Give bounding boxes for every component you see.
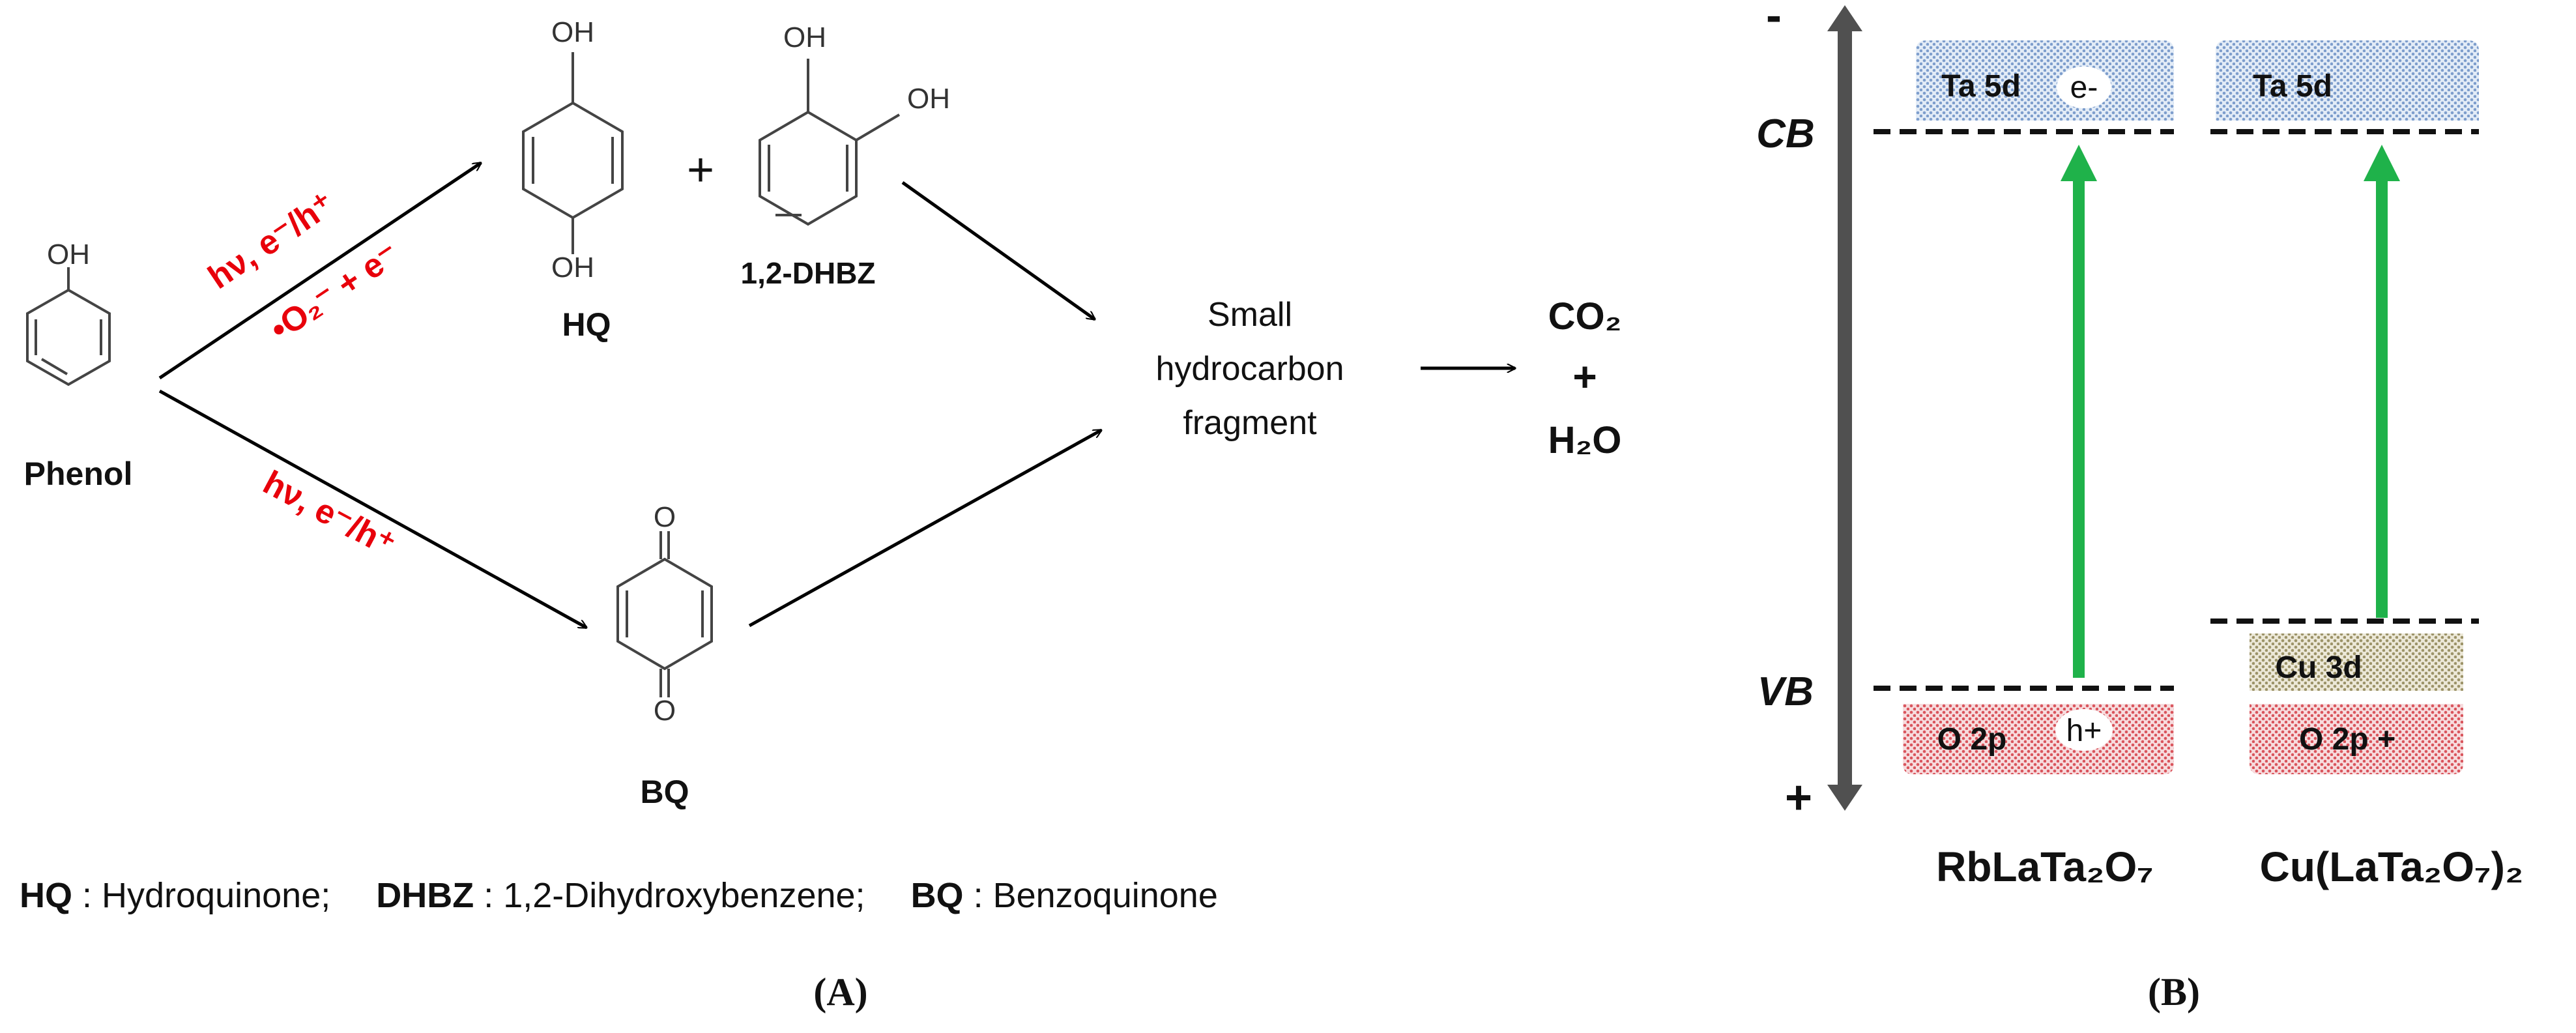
fragment-line-1: Small xyxy=(1208,296,1292,334)
panel-a: OH Phenol hν, e⁻/h⁺ •O₂⁻ + e⁻ hν, e⁻/h⁺ … xyxy=(20,16,1621,1013)
cu-o2p-band xyxy=(2250,704,2463,774)
co2-label: CO₂ xyxy=(1548,295,1622,338)
legend-abbr-hq: HQ xyxy=(20,876,72,915)
legend-abbr-bq: BQ xyxy=(911,876,964,915)
cb-label: CB xyxy=(1756,111,1815,156)
hq-label: HQ xyxy=(562,306,611,343)
arrow-dhbz-to-fragment xyxy=(901,181,1095,319)
rb-ta5d-label: Ta 5d xyxy=(1941,69,2021,104)
electron-marker xyxy=(2057,66,2111,108)
hq-oh-bottom: OH xyxy=(551,252,594,284)
hq-oh-top: OH xyxy=(551,16,594,48)
phenol-structure xyxy=(26,267,111,386)
rb-hole-label: h+ xyxy=(2066,714,2102,748)
legend-text-hq: : Hydroquinone; xyxy=(72,876,330,915)
energy-axis xyxy=(1827,5,1862,811)
cu-column: Ta 5d Cu 3d O 2p + Cu(LaTa₂O₇)₂ xyxy=(2210,40,2523,890)
cu-o2p-label: O 2p + xyxy=(2299,722,2395,757)
rb-arrow-head xyxy=(2061,145,2097,181)
panel-b: - + CB VB Ta 5d e- O 2p h+ RbLaTa₂O₇ Ta … xyxy=(1756,0,2523,1013)
fragment-line-2: hydrocarbon xyxy=(1155,350,1344,388)
legend-text-dhbz: : 1,2-Dihydroxybenzene; xyxy=(474,876,865,915)
abbreviation-legend: HQ : Hydroquinone; DHBZ : 1,2-Dihydroxybe… xyxy=(20,876,1218,915)
rb-column: Ta 5d e- O 2p h+ RbLaTa₂O₇ xyxy=(1874,40,2174,890)
bq-o-top: O xyxy=(654,501,676,533)
dhbz-oh-1: OH xyxy=(783,22,826,53)
fragment-line-3: fragment xyxy=(1183,404,1317,442)
hole-marker xyxy=(2055,709,2113,751)
caption-b: (B) xyxy=(2148,970,2200,1013)
cu-arrow-head xyxy=(2364,145,2400,181)
cu-3d-label: Cu 3d xyxy=(2275,650,2362,685)
hq-structure xyxy=(522,52,624,254)
legend-text-bq: : Benzoquinone xyxy=(964,876,1218,915)
rb-o2p-label: O 2p xyxy=(1937,722,2007,757)
dhbz-oh-2: OH xyxy=(907,83,950,115)
rb-ta5d-band xyxy=(1916,40,2174,121)
products-plus: + xyxy=(1572,353,1597,400)
plus-sign: + xyxy=(687,144,714,196)
legend-abbr-dhbz: DHBZ xyxy=(376,876,474,915)
arrow-phenol-to-hq xyxy=(158,163,481,380)
axis-plus: + xyxy=(1785,772,1812,824)
vb-label: VB xyxy=(1758,669,1814,714)
dhbz-structure xyxy=(759,59,901,226)
arrow-bq-to-fragment xyxy=(748,428,1101,628)
cu-ta5d-band xyxy=(2216,40,2479,121)
phenol-label: Phenol xyxy=(24,456,133,492)
axis-minus: - xyxy=(1766,0,1782,42)
dhbz-label: 1,2-DHBZ xyxy=(740,256,875,290)
cu-compound-name: Cu(LaTa₂O₇)₂ xyxy=(2260,843,2524,890)
h2o-label: H₂O xyxy=(1548,419,1622,461)
phenol-oh: OH xyxy=(47,239,90,270)
cu-3d-band xyxy=(2250,633,2463,691)
arrow-phenol-to-bq xyxy=(158,389,586,630)
rb-electron-label: e- xyxy=(2070,70,2098,105)
bq-label: BQ xyxy=(641,774,689,810)
cu-ta5d-label: Ta 5d xyxy=(2253,69,2332,104)
bq-o-bottom: O xyxy=(654,695,676,727)
bq-structure xyxy=(616,531,713,697)
caption-a: (A) xyxy=(813,970,867,1013)
rb-compound-name: RbLaTa₂O₇ xyxy=(1936,843,2154,890)
